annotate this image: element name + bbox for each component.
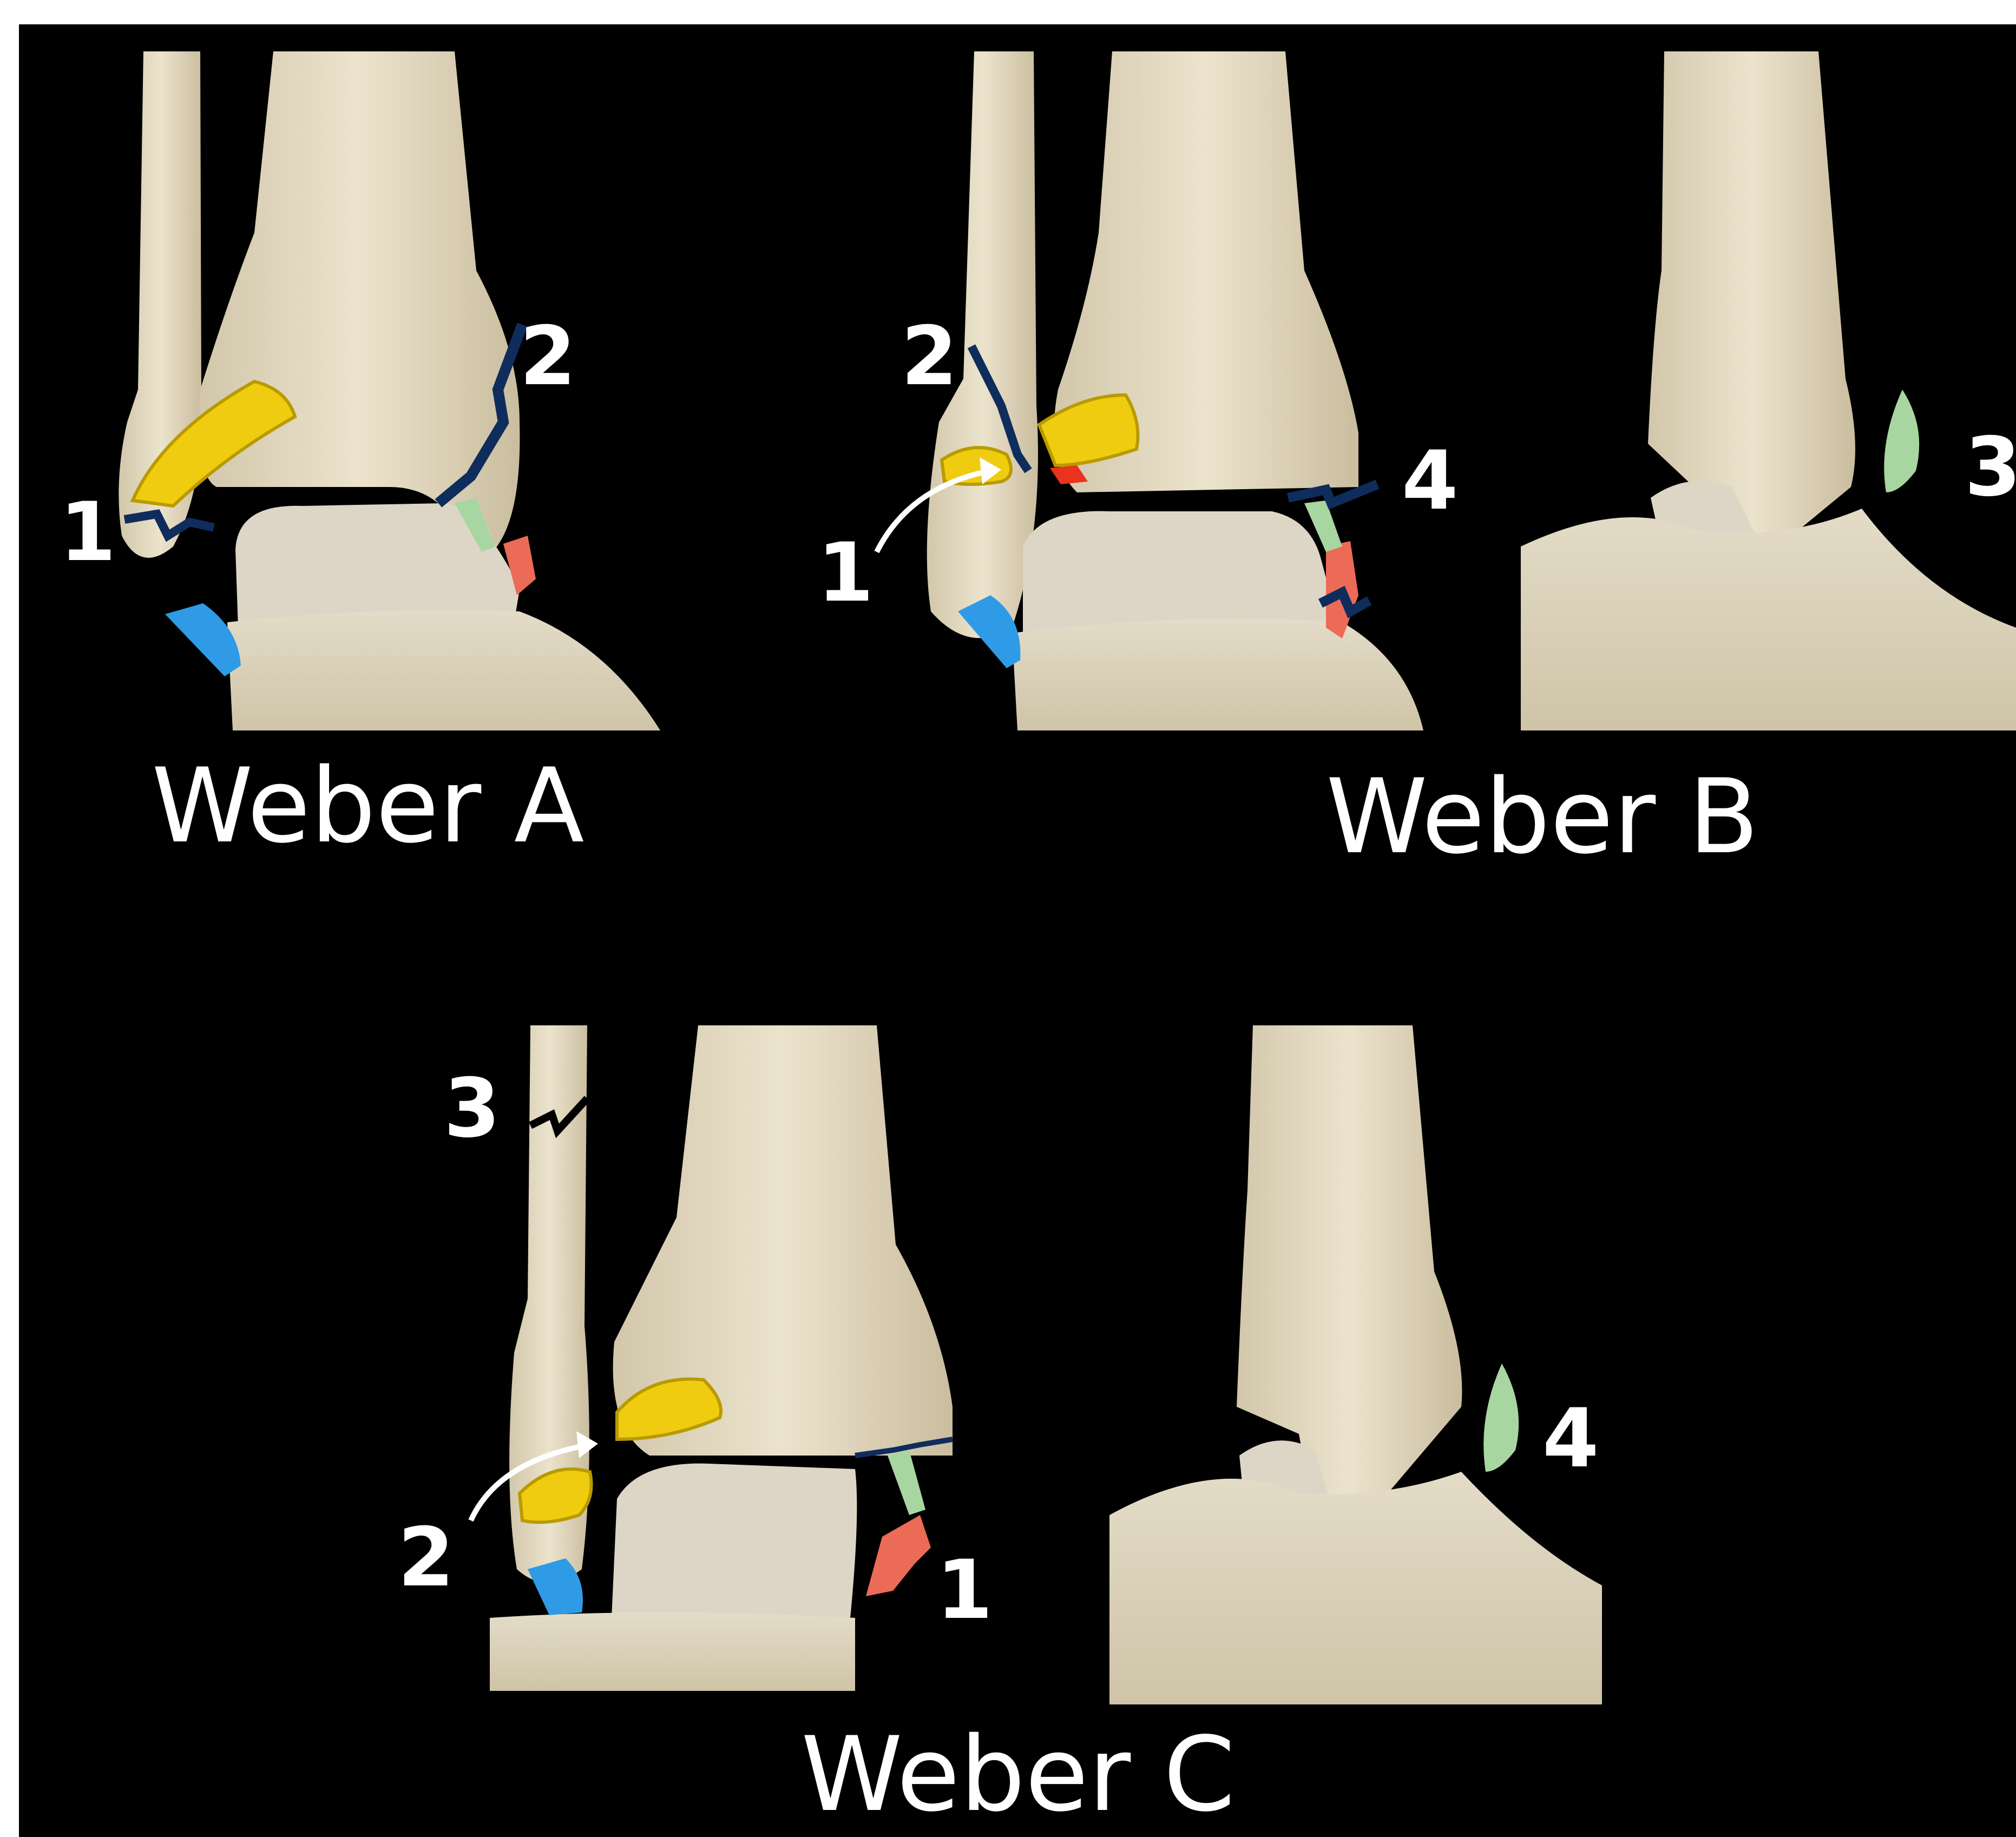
- weber-b-label-4: 4: [1402, 434, 1458, 528]
- weber-c-label-4: 4: [1542, 1392, 1599, 1486]
- foot-bones: [490, 1612, 855, 1691]
- yellow-ligament-avulsed: [942, 447, 1011, 484]
- weber-b-caption: Weber B: [1326, 757, 1759, 877]
- weber-a-label-1: 1: [60, 485, 116, 580]
- weber-a-label-2: 2: [520, 310, 576, 404]
- weber-c-label-3: 3: [444, 1062, 500, 1156]
- weber-b-label-3: 3: [1965, 420, 2016, 515]
- talus-bone: [1023, 511, 1342, 638]
- weber-c-label-1: 1: [936, 1543, 993, 1637]
- weber-b-label-1: 1: [817, 526, 874, 620]
- foot-bones: [1012, 618, 1423, 730]
- weber-c-label-2: 2: [398, 1511, 454, 1605]
- weber-c-caption: Weber C: [801, 1715, 1235, 1834]
- weber-a-caption: Weber A: [152, 746, 585, 866]
- talus-bone: [612, 1464, 857, 1623]
- weber-b-label-2: 2: [901, 310, 957, 404]
